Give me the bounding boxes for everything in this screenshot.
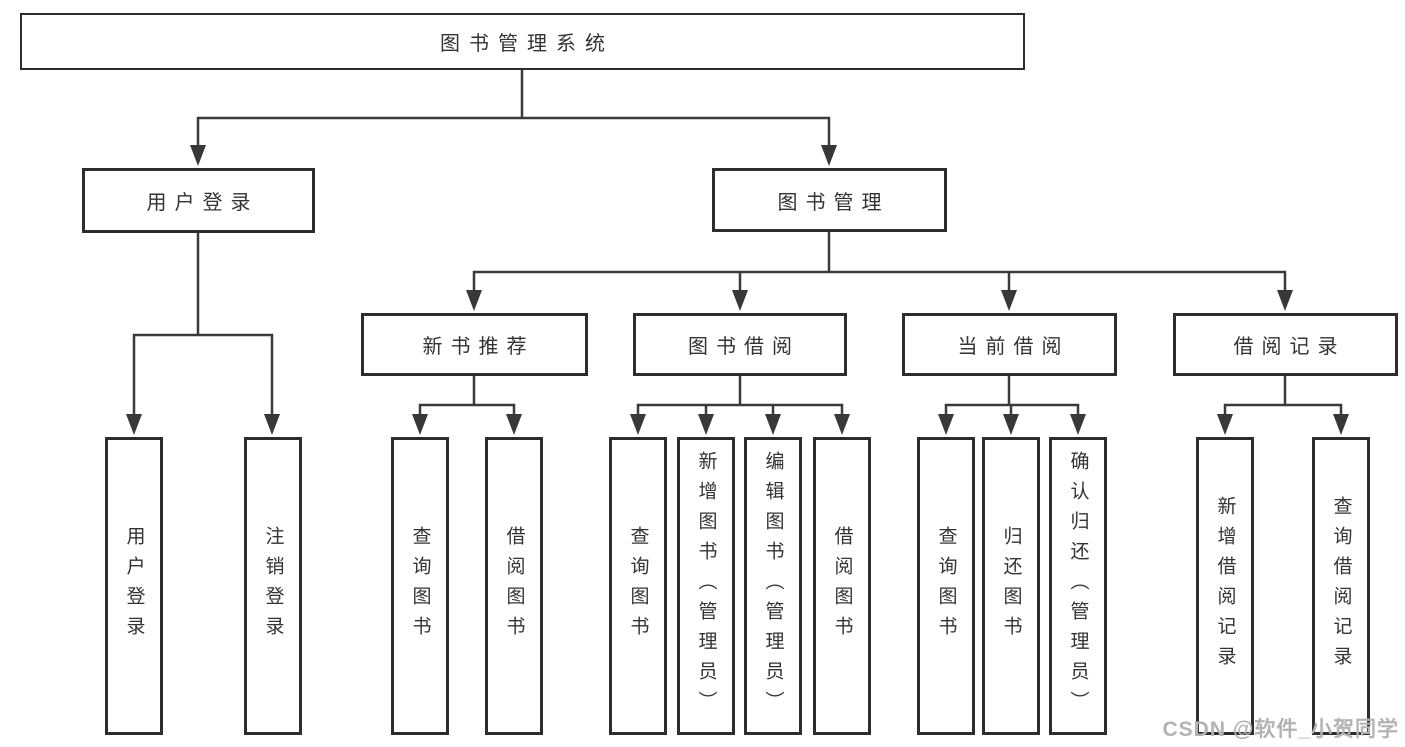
node-new-book-recommend[interactable]: 新书推荐	[361, 313, 588, 376]
leaf-user-login-label: 用户登录	[123, 526, 145, 646]
arrowhead-g3-leaf3	[1070, 414, 1086, 435]
node-book-management[interactable]: 图书管理	[712, 168, 947, 232]
edge-current-borrow-to-leaves	[944, 374, 1080, 417]
leaf-return-book[interactable]: 归还图书	[982, 437, 1040, 735]
leaf-add-borrow-record-label: 新增借阅记录	[1214, 496, 1236, 676]
leaf-query-book-3[interactable]: 查询图书	[917, 437, 975, 735]
arrowhead-g3-leaf1	[938, 414, 954, 435]
leaf-borrow-book-2[interactable]: 借阅图书	[813, 437, 871, 735]
arrowhead-new-book	[466, 290, 482, 311]
node-book-borrow-label: 图书借阅	[688, 336, 800, 358]
leaf-add-borrow-record[interactable]: 新增借阅记录	[1196, 437, 1254, 735]
edge-user-login-to-leaves	[132, 231, 274, 417]
leaf-logout[interactable]: 注销登录	[244, 437, 302, 735]
node-new-book-recommend-label: 新书推荐	[422, 336, 535, 358]
arrowhead-book-management	[821, 145, 837, 166]
leaf-query-book-3-label: 查询图书	[935, 526, 957, 646]
arrowhead-g1-leaf2	[506, 414, 522, 435]
leaf-query-book-2[interactable]: 查询图书	[609, 437, 667, 735]
leaf-logout-label: 注销登录	[262, 526, 284, 646]
arrowhead-current-borrow	[1001, 290, 1017, 311]
csdn-watermark: CSDN @软件_小贺同学	[1162, 718, 1399, 741]
arrowhead-leaf-login	[126, 414, 142, 435]
leaf-query-borrow-record[interactable]: 查询借阅记录	[1312, 437, 1370, 735]
arrowhead-g2-leaf4	[834, 414, 850, 435]
leaf-add-book-admin-label: 新增图书（管理员）	[695, 451, 717, 721]
node-current-borrow[interactable]: 当前借阅	[902, 313, 1117, 376]
edge-root-to-level2	[196, 68, 831, 149]
leaf-edit-book-admin-label: 编辑图书（管理员）	[762, 451, 784, 721]
edge-borrow-record-to-leaves	[1223, 374, 1343, 417]
node-user-login-label: 用户登录	[146, 192, 259, 214]
arrowhead-g4-leaf2	[1333, 414, 1349, 435]
arrowhead-g2-leaf2	[698, 414, 714, 435]
edge-book-management-to-level3	[472, 230, 1287, 293]
arrowhead-g2-leaf3	[765, 414, 781, 435]
edge-new-book-to-leaves	[418, 374, 516, 417]
leaf-edit-book-admin[interactable]: 编辑图书（管理员）	[744, 437, 802, 735]
leaf-confirm-return-admin-label: 确认归还（管理员）	[1067, 451, 1089, 721]
arrowhead-g3-leaf2	[1003, 414, 1019, 435]
leaf-add-book-admin[interactable]: 新增图书（管理员）	[677, 437, 735, 735]
leaf-query-book-1-label: 查询图书	[409, 526, 431, 646]
edge-book-borrow-to-leaves	[636, 374, 844, 417]
node-library-system[interactable]: 图书管理系统	[20, 13, 1025, 70]
node-book-borrow[interactable]: 图书借阅	[633, 313, 847, 376]
arrowhead-book-borrow	[732, 290, 748, 311]
leaf-return-book-label: 归还图书	[1000, 526, 1022, 646]
node-library-system-label: 图书管理系统	[440, 33, 614, 55]
leaf-query-book-1[interactable]: 查询图书	[391, 437, 449, 735]
leaf-query-borrow-record-label: 查询借阅记录	[1330, 496, 1352, 676]
arrowhead-g2-leaf1	[630, 414, 646, 435]
node-borrow-record[interactable]: 借阅记录	[1173, 313, 1398, 376]
leaf-borrow-book-1[interactable]: 借阅图书	[485, 437, 543, 735]
node-current-borrow-label: 当前借阅	[957, 336, 1070, 358]
arrowhead-user-login	[190, 145, 206, 166]
leaf-user-login[interactable]: 用户登录	[105, 437, 163, 735]
leaf-query-book-2-label: 查询图书	[627, 526, 649, 646]
arrowhead-g1-leaf1	[412, 414, 428, 435]
node-user-login[interactable]: 用户登录	[82, 168, 315, 233]
leaf-borrow-book-1-label: 借阅图书	[503, 526, 525, 646]
arrowhead-leaf-logout	[264, 414, 280, 435]
arrowhead-borrow-record	[1277, 290, 1293, 311]
node-borrow-record-label: 借阅记录	[1233, 336, 1346, 358]
leaf-borrow-book-2-label: 借阅图书	[831, 526, 853, 646]
leaf-confirm-return-admin[interactable]: 确认归还（管理员）	[1049, 437, 1107, 735]
node-book-management-label: 图书管理	[777, 191, 890, 214]
arrowhead-g4-leaf1	[1217, 414, 1233, 435]
